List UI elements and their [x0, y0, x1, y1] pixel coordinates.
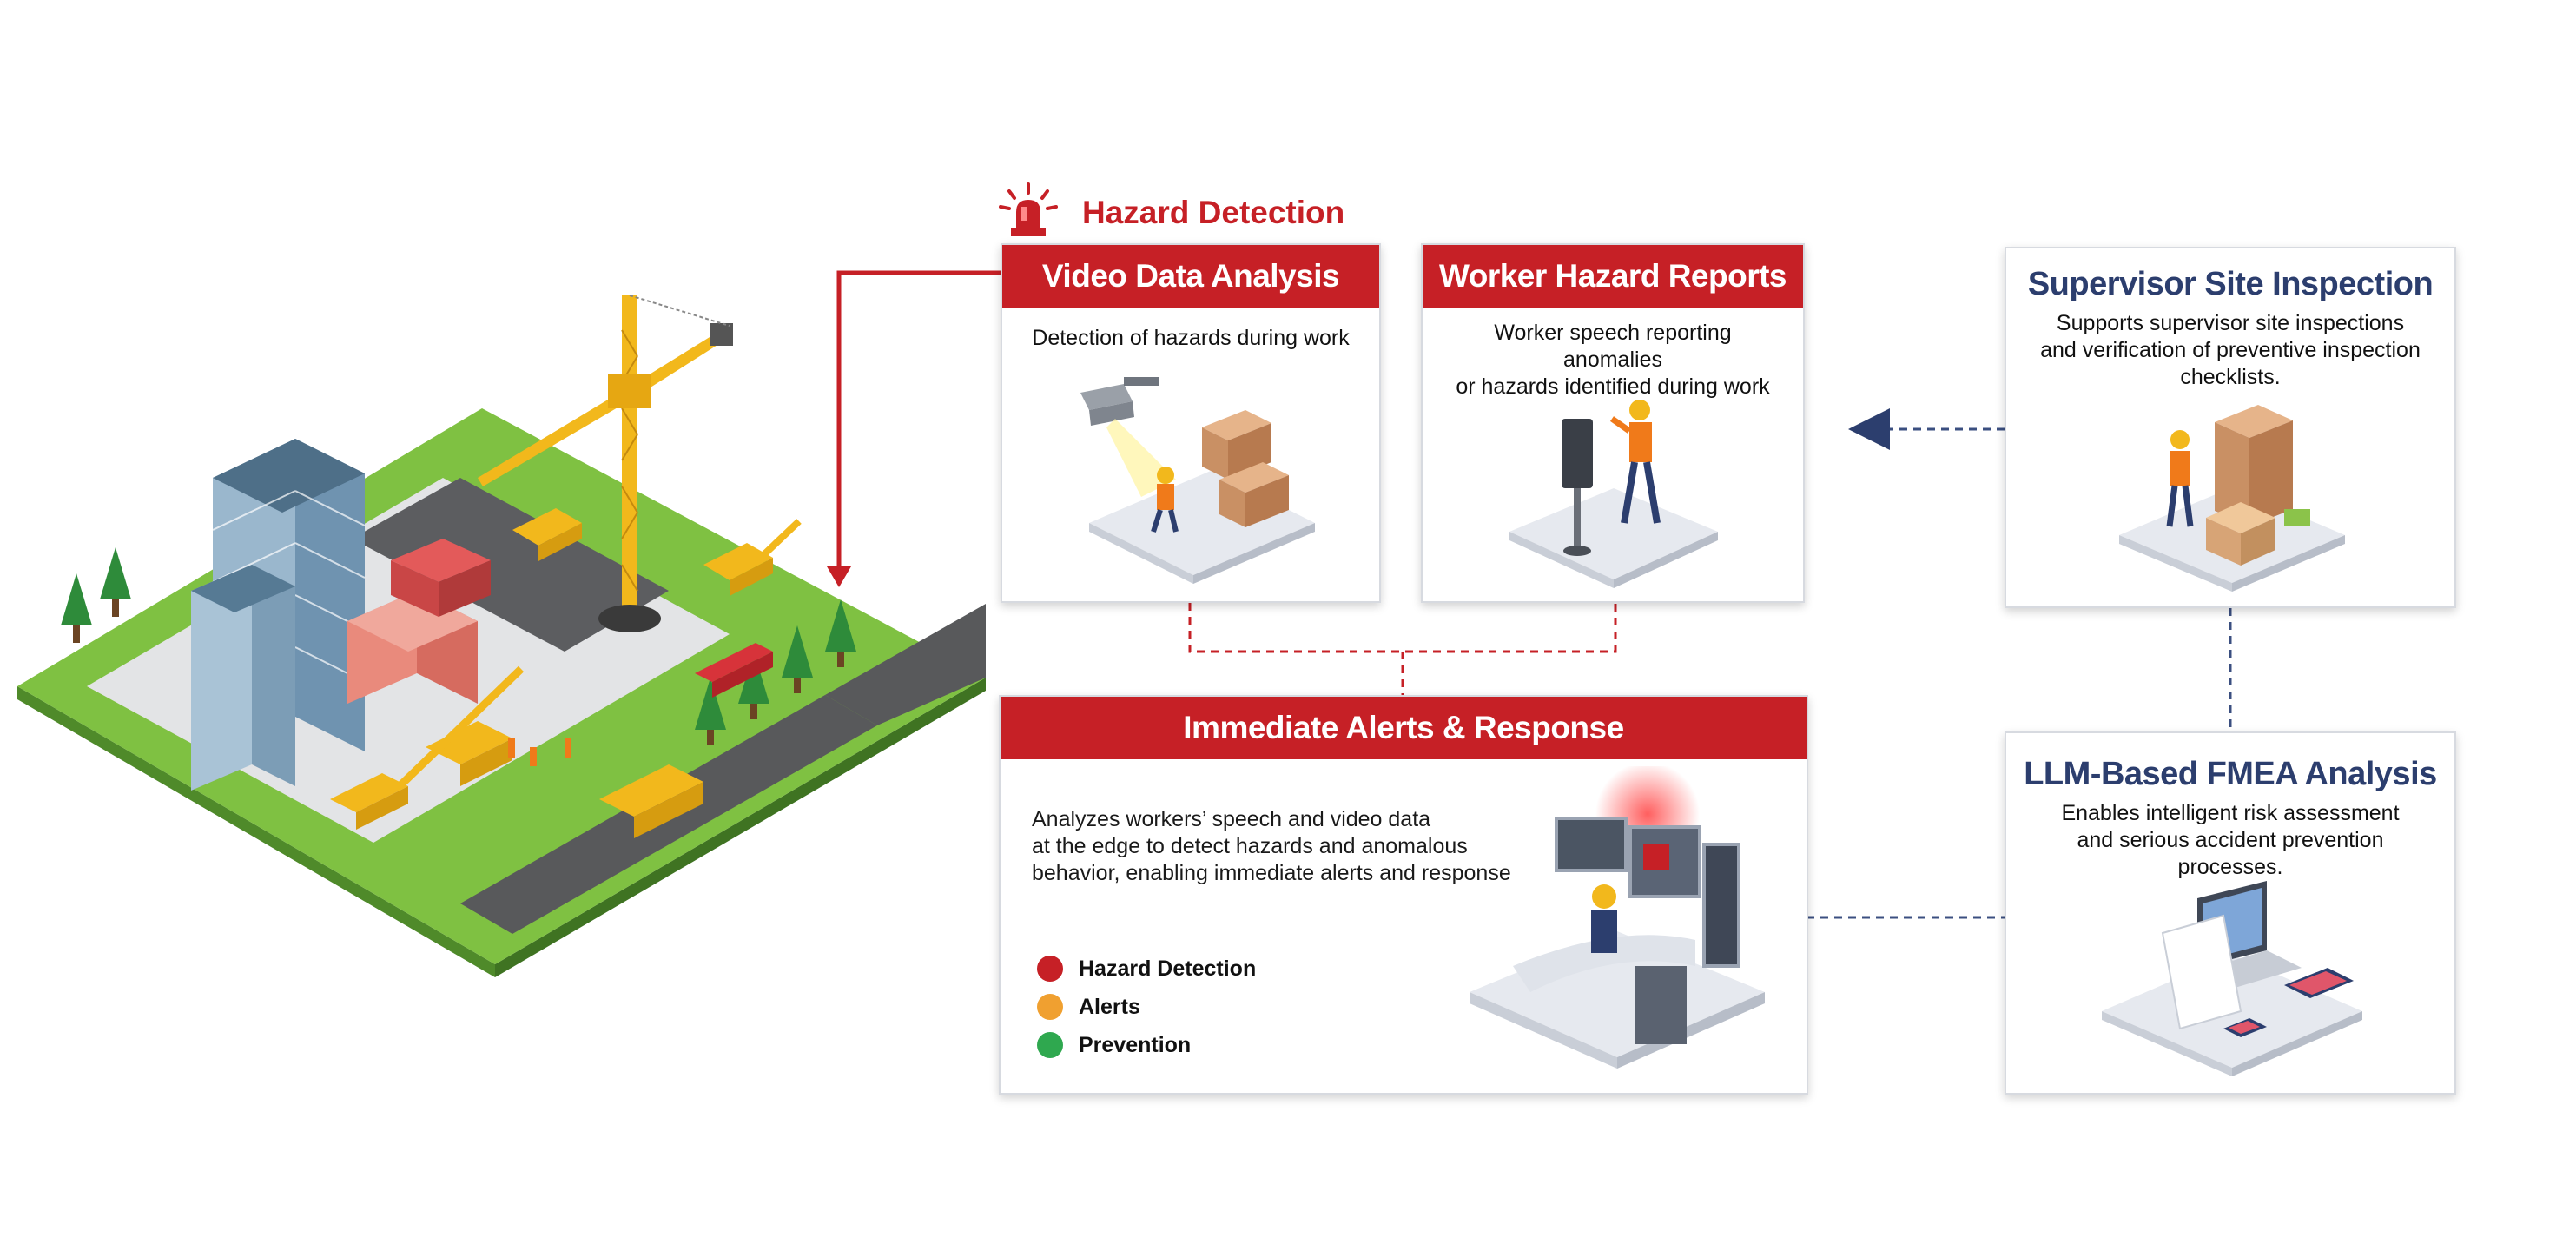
- alerts-response-title: Immediate Alerts & Response: [1001, 697, 1807, 759]
- worker-reports-title: Worker Hazard Reports: [1423, 245, 1803, 308]
- legend-dot-green: [1037, 1032, 1063, 1058]
- supervisor-inspection-description-1: Supports supervisor site inspections: [2056, 311, 2405, 335]
- red-dashed-connector: [1188, 603, 1617, 695]
- legend-item-alerts: Alerts: [1037, 994, 1140, 1020]
- speaker-icon: [1562, 419, 1593, 556]
- worker-reports-card: Worker Hazard Reports Worker speech repo…: [1421, 243, 1805, 603]
- hazard-detection-heading: Hazard Detection: [1082, 195, 1345, 230]
- supervisor-inspection-illustration: [2119, 405, 2345, 592]
- alerts-response-description-3: behavior, enabling immediate alerts and …: [1032, 861, 1511, 885]
- fmea-analysis-card: LLM-Based FMEA Analysis Enables intellig…: [2005, 731, 2456, 1095]
- worker-icon: [1609, 400, 1661, 524]
- tower-crane: [478, 295, 733, 632]
- alerts-response-card: Immediate Alerts & Response Analyzes wor…: [999, 695, 1808, 1095]
- legend-label: Alerts: [1079, 994, 1140, 1019]
- hazard-arrow-line: [836, 270, 1001, 573]
- video-analysis-description: Detection of hazards during work: [1032, 326, 1350, 350]
- supervisor-inspection-description-2: and verification of preventive inspectio…: [2040, 338, 2421, 362]
- legend-label: Hazard Detection: [1079, 956, 1257, 981]
- video-analysis-illustration: [1080, 377, 1315, 584]
- worker-icon: [1151, 467, 1179, 533]
- video-analysis-card: Video Data Analysis Detection of hazards…: [1001, 243, 1381, 603]
- boxes-icon: [2206, 405, 2293, 566]
- legend-item-hazard-detection: Hazard Detection: [1037, 956, 1256, 982]
- legend-dot-red: [1037, 956, 1063, 982]
- supervisor-inspection-description-3: checklists.: [2180, 365, 2281, 389]
- supervisor-inspection-title: Supervisor Site Inspection: [2027, 266, 2434, 302]
- legend-label: Prevention: [1079, 1032, 1192, 1057]
- laptop-icon: [2180, 881, 2302, 994]
- worker-reports-illustration: [1509, 400, 1718, 588]
- worker-reports-description-2: or hazards identified during work: [1456, 374, 1770, 399]
- legend-item-prevention: Prevention: [1037, 1032, 1191, 1058]
- monitor-station-icon: [1470, 766, 1765, 1069]
- fmea-analysis-title: LLM-Based FMEA Analysis: [2024, 756, 2437, 792]
- supervisor-inspection-card: Supervisor Site Inspection Supports supe…: [2005, 247, 2456, 608]
- tablet-icon: [2284, 968, 2354, 998]
- siren-icon: [997, 181, 1060, 242]
- red-truck: [695, 643, 773, 682]
- alerts-response-description-2: at the edge to detect hazards and anomal…: [1032, 834, 1468, 858]
- fmea-analysis-description-1: Enables intelligent risk assessment: [2061, 801, 2400, 825]
- phone-icon: [2223, 1018, 2267, 1037]
- video-analysis-title: Video Data Analysis: [1002, 245, 1379, 308]
- fmea-analysis-description-2: and serious accident prevention processe…: [2077, 828, 2384, 879]
- fmea-analysis-illustration: [2102, 881, 2362, 1076]
- worker-reports-description-1: Worker speech reporting anomalies: [1494, 321, 1732, 372]
- alerts-response-description-1: Analyzes workers’ speech and video data: [1032, 807, 1431, 831]
- worker-icon: [2166, 430, 2194, 527]
- yellow-vehicles: [330, 508, 802, 838]
- navy-arrow-head: [1848, 408, 1890, 450]
- trees: [61, 547, 856, 745]
- boxes-icon: [1202, 410, 1289, 527]
- legend-dot-orange: [1037, 994, 1063, 1020]
- construction-site-illustration: [17, 295, 986, 977]
- hazard-arrow-head: [827, 566, 851, 587]
- site-workers: [508, 738, 571, 766]
